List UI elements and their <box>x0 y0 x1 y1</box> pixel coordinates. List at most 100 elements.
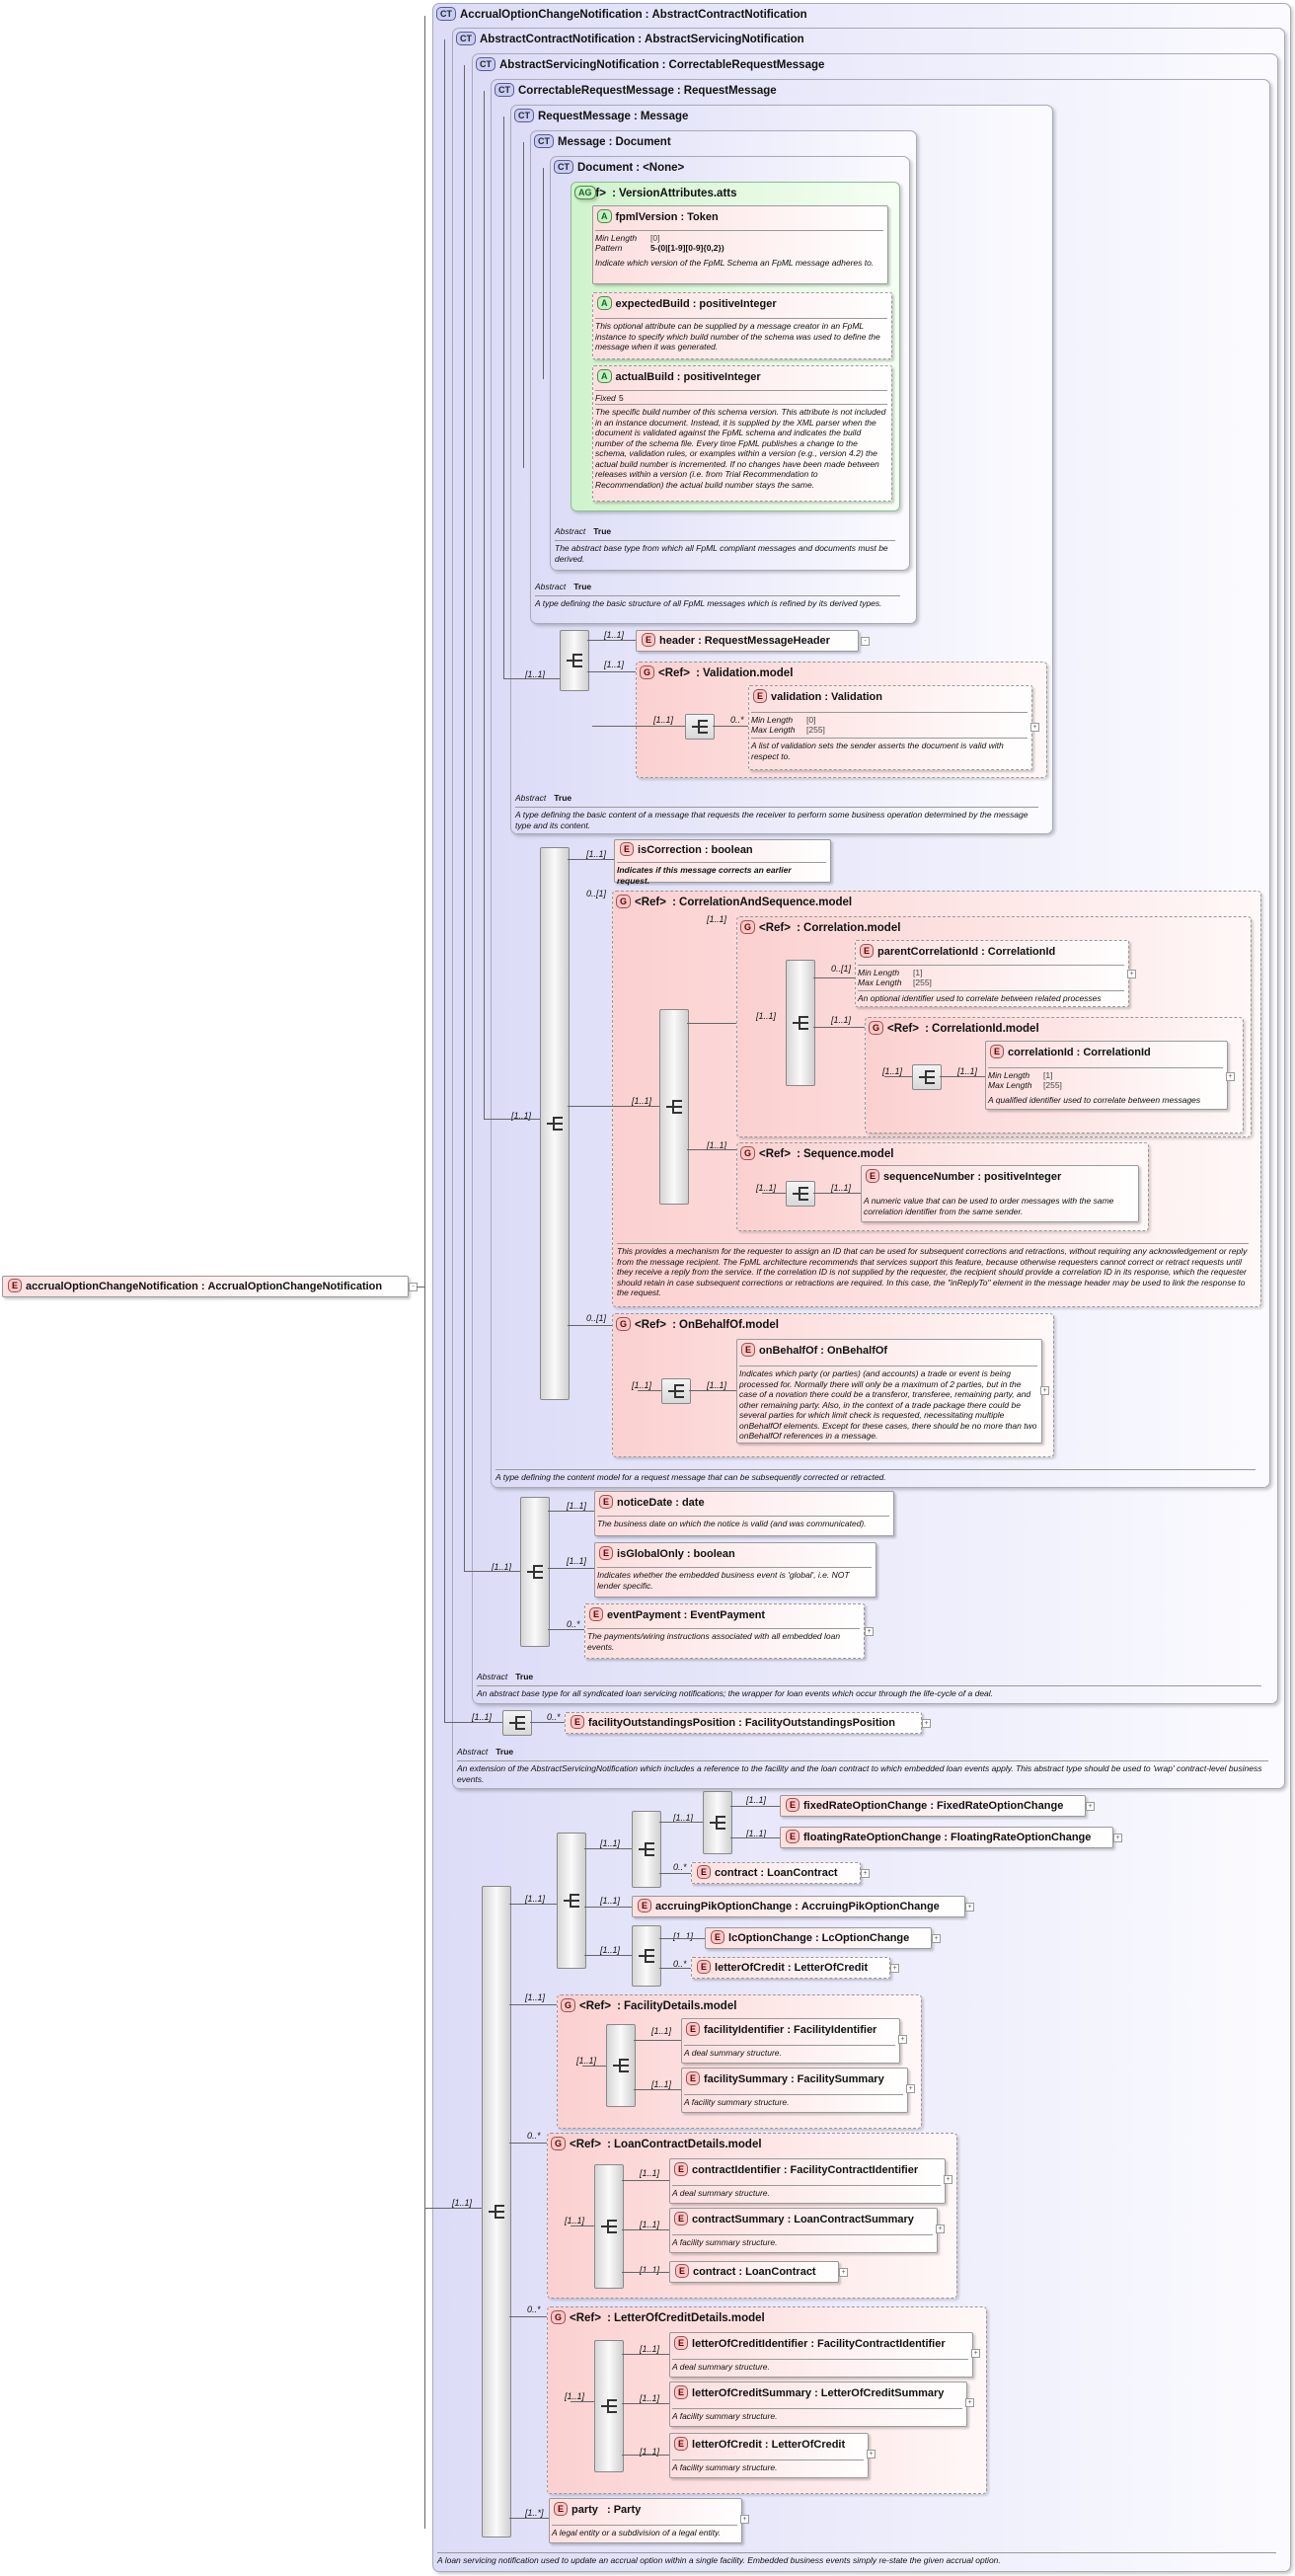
ct-name: RequestMessage <box>538 111 631 122</box>
ct-icon: CT <box>476 57 495 71</box>
expand-icon[interactable]: + <box>1040 1386 1049 1395</box>
sequence-compositor <box>661 1378 691 1404</box>
expand-icon[interactable]: + <box>740 2515 749 2524</box>
cardinality: [1..1] <box>604 660 625 669</box>
cardinality: [1..1] <box>604 630 625 640</box>
expand-icon[interactable]: + <box>861 1869 870 1878</box>
sequence-compositor <box>786 1181 815 1207</box>
expand-icon[interactable]: + <box>867 2450 876 2459</box>
expand-icon[interactable]: + <box>965 1903 974 1912</box>
expand-icon[interactable]: + <box>898 2035 907 2044</box>
expand-icon[interactable]: + <box>932 1934 941 1943</box>
sequence-compositor <box>502 1710 532 1736</box>
cardinality: [1..1] <box>511 1111 532 1121</box>
expand-icon[interactable]: + <box>922 1719 931 1728</box>
cardinality: [1..1] <box>525 1894 546 1904</box>
cardinality: [1..1] <box>472 1712 493 1722</box>
cardinality: [1..1] <box>640 2393 660 2403</box>
expand-icon[interactable]: + <box>965 2398 974 2407</box>
cardinality: [1..1] <box>707 1140 727 1150</box>
ct-name: Message <box>558 136 606 148</box>
sequence-compositor <box>606 2024 636 2107</box>
cardinality: 0..* <box>673 1862 687 1872</box>
ct-icon: CT <box>554 160 573 174</box>
cardinality: [1..1] <box>632 1380 652 1390</box>
sequence-compositor <box>560 630 589 691</box>
cardinality: [1..1] <box>525 669 546 679</box>
cardinality: [1..1] <box>452 2198 473 2208</box>
ct-name: AbstractServicingNotification <box>499 59 659 71</box>
sequence-compositor <box>594 2340 624 2472</box>
cardinality: [1..1] <box>567 1556 587 1566</box>
expand-icon[interactable]: + <box>906 2084 915 2093</box>
cardinality: [1..1] <box>565 2391 585 2401</box>
cardinality: [1..1] <box>756 1183 777 1193</box>
ct-icon: CT <box>534 134 554 148</box>
expand-icon[interactable]: + <box>1086 1802 1095 1811</box>
ct-description: An extension of the AbstractServicingNot… <box>457 1760 1268 1784</box>
cardinality: [1..1] <box>707 1380 727 1390</box>
expand-icon[interactable]: + <box>1127 970 1136 978</box>
cardinality: [1..1] <box>586 849 607 859</box>
expand-icon[interactable]: + <box>971 2349 980 2358</box>
expand-icon[interactable]: + <box>890 1964 899 1973</box>
expand-icon[interactable]: + <box>1226 1072 1235 1081</box>
cardinality: [1..1] <box>576 2056 597 2066</box>
ct-icon: CT <box>456 32 476 45</box>
ct-base: AbstractContractNotification <box>651 9 807 21</box>
cardinality: [1..1] <box>640 2265 660 2275</box>
sequence-compositor <box>685 714 715 740</box>
cardinality: 0..* <box>730 715 744 725</box>
expand-icon[interactable]: + <box>1030 723 1039 732</box>
ct-name: Document <box>577 162 634 174</box>
cardinality: 0..* <box>527 2304 541 2314</box>
cardinality: [1..1] <box>640 2344 660 2354</box>
ct-name: CorrectableRequestMessage <box>518 85 674 97</box>
expand-icon[interactable]: + <box>936 2225 945 2233</box>
cardinality: [1..1] <box>632 1096 652 1106</box>
expand-icon[interactable]: + <box>944 2175 952 2184</box>
cardinality: [1..1] <box>746 1829 767 1838</box>
sequence-compositor <box>632 1811 661 1888</box>
ct-description: A type defining the content model for a … <box>495 1469 1256 1483</box>
expand-icon[interactable]: + <box>865 1627 874 1636</box>
expand-icon[interactable]: + <box>1113 1834 1122 1842</box>
expand-icon[interactable]: - <box>861 637 870 646</box>
ct-icon: CT <box>436 7 456 21</box>
cardinality: [1..1] <box>746 1795 767 1805</box>
cardinality: 0..* <box>547 1712 561 1722</box>
expand-icon[interactable]: + <box>839 2268 848 2277</box>
group-name: VersionAttributes.atts <box>619 188 737 199</box>
